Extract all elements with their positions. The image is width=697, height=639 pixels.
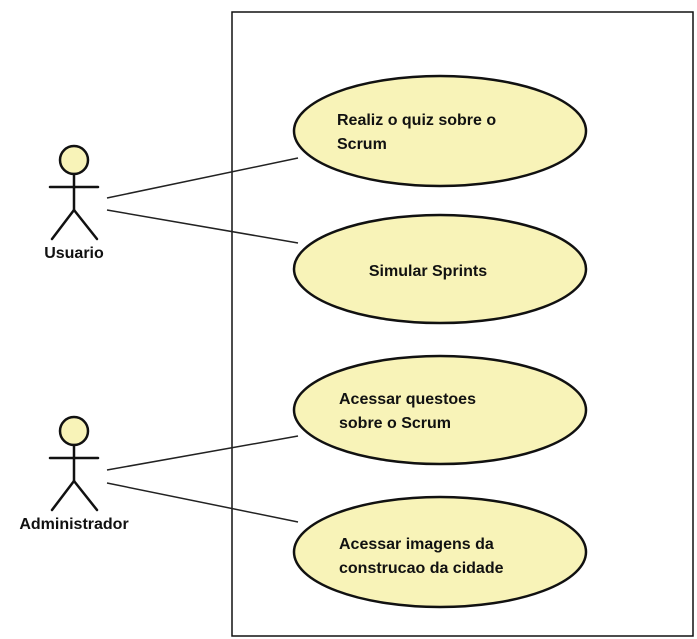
use-case-simular-sprints[interactable]: Simular Sprints [292,213,588,325]
use-case-label-line2: Scrum [337,136,387,153]
use-case-label-line1: Acessar imagens da [339,536,494,553]
actor-leg-right [72,479,99,512]
actor-head-icon [58,415,90,447]
actor-head-icon [58,144,90,176]
use-case-label-line2: sobre o Scrum [339,415,451,432]
actor-administrador[interactable]: Administrador [19,415,129,533]
actor-label: Administrador [19,516,128,533]
use-case-acessar-imagens[interactable]: Acessar imagens da construcao da cidade [292,495,588,609]
use-case-ellipse [292,74,588,188]
use-case-acessar-questoes[interactable]: Acessar questoes sobre o Scrum [292,354,588,466]
use-case-label-line1: Realiz o quiz sobre o [337,112,496,129]
system-boundary [231,11,694,637]
use-case-ellipse [292,213,588,325]
use-case-ellipse [292,495,588,609]
use-case-label-line1: Acessar questoes [339,391,476,408]
use-case-quiz[interactable]: Realiz o quiz sobre o Scrum [292,74,588,188]
actor-leg-left [50,208,76,241]
association-admin-questoes [106,435,299,471]
actor-label: Usuario [44,245,104,262]
association-admin-imagens [106,482,299,523]
actor-leg-right [72,208,99,241]
use-case-label-line2: construcao da cidade [339,560,504,577]
association-usuario-quiz [106,157,299,199]
use-case-label: Simular Sprints [369,263,487,280]
use-case-ellipse [292,354,588,466]
association-usuario-sprints [106,209,299,244]
actor-leg-left [50,479,76,512]
actor-usuario[interactable]: Usuario [44,144,104,262]
